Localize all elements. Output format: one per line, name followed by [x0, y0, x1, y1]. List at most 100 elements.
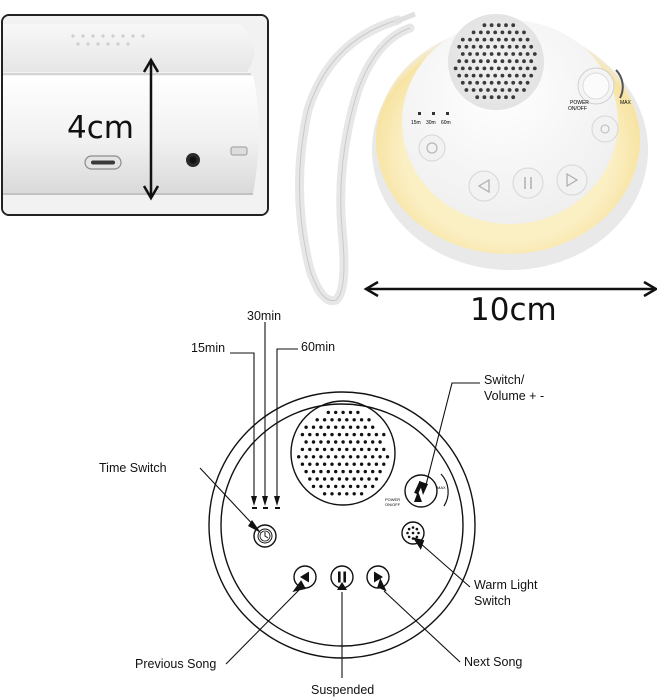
- light-dot: [407, 535, 411, 539]
- timer-leds-photo: [418, 112, 449, 115]
- speaker-hole: [371, 440, 375, 444]
- speaker-hole: [319, 440, 323, 444]
- speaker-hole: [453, 66, 458, 71]
- speaker-hole: [514, 73, 519, 78]
- speaker-hole: [507, 30, 512, 35]
- speaker-hole: [315, 477, 319, 481]
- timer-label-photo-15: 15m: [411, 120, 421, 126]
- speaker-hole: [475, 95, 480, 100]
- warm-light-label-1: Warm Light: [474, 578, 538, 592]
- speaker-hole: [475, 37, 480, 42]
- speaker-hole: [348, 484, 353, 489]
- speaker-hole: [511, 52, 516, 56]
- speaker-hole: [371, 425, 375, 429]
- speaker-hole: [522, 73, 526, 78]
- speaker-hole: [374, 477, 379, 481]
- speaker-hole: [457, 73, 462, 78]
- speaker-hole: [378, 469, 382, 474]
- switch-volume-label-2: Volume + -: [484, 389, 545, 403]
- speaker-hole: [356, 455, 360, 459]
- warm-light-label-2: Switch: [474, 594, 511, 608]
- speaker-hole: [504, 80, 508, 85]
- speaker-hole: [493, 88, 498, 92]
- speaker-hole: [464, 59, 469, 64]
- speaker-holes-diagram: [297, 410, 390, 496]
- speaker-hole: [341, 425, 345, 429]
- speaker-hole: [319, 455, 323, 459]
- speaker-hole: [371, 455, 375, 459]
- speaker-hole: [522, 59, 526, 64]
- speaker-hole: [341, 484, 345, 489]
- next-button-photo: [556, 164, 588, 196]
- speaker-hole: [525, 80, 530, 85]
- height-label: 4cm: [67, 110, 134, 146]
- speaker-hole: [471, 88, 476, 92]
- device-photo: POWER ON/OFF MAX 15m 30m 60m: [294, 11, 657, 306]
- height-arrow: [142, 57, 160, 201]
- prev-button-photo: [468, 170, 500, 202]
- speaker-hole: [348, 425, 353, 429]
- speaker-hole: [489, 66, 494, 71]
- speaker-hole: [475, 66, 480, 71]
- speaker-hole: [352, 447, 356, 452]
- speaker-hole: [322, 447, 327, 452]
- speaker-hole: [345, 432, 349, 437]
- speaker-hole: [471, 73, 476, 78]
- speaker-hole: [514, 59, 519, 64]
- speaker-hole: [486, 59, 490, 64]
- speaker-hole: [322, 432, 327, 437]
- speaker-hole: [378, 455, 382, 459]
- speaker-hole: [486, 44, 490, 49]
- speaker-hole: [382, 432, 386, 437]
- power-label-photo-1: POWER: [570, 100, 589, 106]
- speaker-hole: [363, 469, 367, 474]
- speaker-hole: [359, 492, 364, 496]
- speaker-hole: [359, 462, 364, 466]
- light-dot: [415, 527, 419, 531]
- max-label-photo: MAX: [620, 100, 632, 106]
- speaker-hole: [300, 432, 305, 437]
- speaker-hole: [367, 447, 371, 452]
- speaker-hole: [471, 44, 476, 49]
- speaker-hole: [478, 44, 483, 49]
- speaker-hole: [330, 477, 334, 481]
- speaker-hole: [489, 95, 494, 100]
- speaker-hole: [348, 469, 353, 474]
- speaker-hole: [493, 44, 498, 49]
- speaker-hole: [522, 88, 526, 92]
- speaker-hole: [529, 73, 534, 78]
- speaker-hole: [482, 37, 487, 42]
- speaker-hole: [514, 30, 519, 35]
- speaker-hole: [478, 88, 483, 92]
- speaker-hole: [504, 23, 508, 28]
- speaker-hole: [322, 477, 327, 481]
- timer-leds-diagram: [252, 507, 280, 509]
- max-label-diagram: MAX: [437, 485, 446, 490]
- speaker-hole: [352, 432, 356, 437]
- speaker-hole: [511, 80, 516, 85]
- speaker-hole: [334, 469, 338, 474]
- speaker-hole: [341, 455, 345, 459]
- speaker-hole: [363, 484, 367, 489]
- suspended-label: Suspended: [311, 683, 375, 697]
- previous-song-label: Previous Song: [135, 657, 217, 671]
- speaker-hole: [518, 52, 523, 56]
- time-switch-button: [253, 524, 277, 548]
- speaker-hole: [367, 477, 371, 481]
- speaker-hole: [356, 484, 360, 489]
- control-diagram: POWER ON/OFF MAX: [199, 322, 480, 678]
- speaker-hole: [468, 52, 472, 56]
- speaker-hole: [525, 52, 530, 56]
- timer-button-photo: [418, 134, 446, 162]
- speaker-hole: [363, 440, 367, 444]
- speaker-hole: [304, 440, 308, 444]
- light-button-photo: [591, 115, 619, 143]
- speaker-hole: [374, 447, 379, 452]
- speaker-hole: [308, 477, 312, 481]
- speaker-hole: [308, 462, 312, 466]
- speaker-hole: [460, 52, 465, 56]
- speaker-hole: [525, 37, 530, 42]
- speaker-hole: [464, 73, 469, 78]
- speaker-hole: [359, 432, 364, 437]
- speaker-hole: [493, 59, 498, 64]
